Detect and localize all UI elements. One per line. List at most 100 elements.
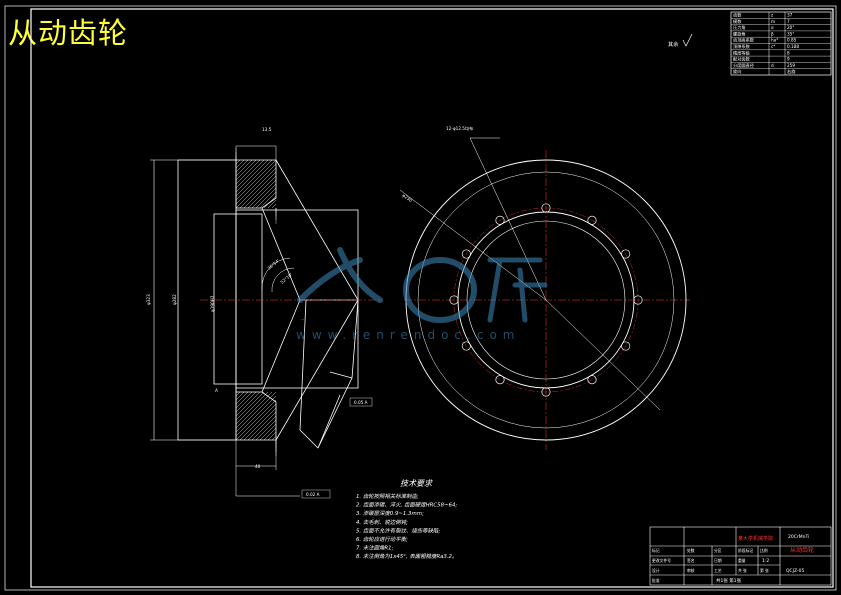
tech-req-line: 4. 去毛刺、锐边倒钝; [356,519,408,526]
inner-frame [30,8,834,588]
hatch-line [235,391,241,397]
tech-req-line: 1. 齿轮按照相关标准制造; [356,493,419,500]
hatch-line [235,391,269,425]
title-block-name: 从动齿轮 [790,546,814,554]
param-cell: 配对齿数 [733,56,751,63]
hatch-line [235,391,265,421]
title-block-field: 日期 [714,558,722,563]
hatch-line [235,159,241,165]
title-block-number: QCJZ-05 [786,568,805,574]
tech-req-line: 7. 未注圆角R1; [356,545,394,552]
hatch-line [271,203,277,209]
section-view [150,145,359,497]
bolt-hole [495,375,505,385]
param-cell: 压力角 [733,24,746,31]
param-cell: 9 [787,57,790,62]
param-cell: 20° [787,25,794,30]
hatch-line [235,159,265,189]
title-block-school: 某大学机械学院 [738,535,773,542]
hatch-line [247,179,277,209]
hatch-line [267,199,277,209]
hatch-line [263,427,277,441]
hatch-line [263,195,277,209]
outer-frame [4,5,837,591]
param-cell: 8 [787,50,790,55]
hatch-line [235,391,245,401]
hatch-line [235,391,261,417]
bolt-hole [541,387,551,397]
tech-req-line: 8. 未注倒角为1x45°, 表面粗糙度Ra3.2。 [356,553,457,560]
watermark-domain: www.renrendoc.com [296,328,521,342]
title-block-sheet: 共1张 第1张 [716,577,742,584]
hatch-line [235,159,245,169]
bolt-hole [541,203,551,213]
param-cell: 模数 [733,18,742,25]
param-cell: z [771,13,774,18]
title-block-field: 第 张 [760,568,769,573]
tech-req-line: 3. 渗碳层深度0.9~1.3mm; [356,510,424,517]
param-cell: 齿数 [733,12,742,19]
hatch-line [235,159,261,185]
param-cell: d [771,63,774,68]
drawing-title: 从动齿轮 [8,16,129,50]
tech-req-line: 5. 齿面不允许有裂纹、烧伤等缺陷; [356,527,440,534]
hatch-line [235,391,257,413]
param-cell: 分度圆直径 [733,62,754,69]
bolt-hole [461,341,471,351]
title-block-field: 比例 [760,548,768,553]
param-cell: 右旋 [787,68,796,75]
bolt-hole [621,249,631,259]
title-block-field: 共 张 [738,568,747,573]
title-block-scale: 1:2 [762,558,769,564]
roughness-symbol: 其余 [668,33,693,48]
param-cell: c* [771,44,775,49]
hatch-line [255,419,277,441]
param-cell: α [771,25,774,30]
param-cell: 精度等级 [733,49,751,56]
datum-label: A [215,388,218,393]
param-cell: 35° [787,31,794,36]
hatch-line [255,187,277,209]
hatch-line [235,399,277,441]
dim-bottom: 40 [255,464,261,469]
hatch-line [235,391,253,409]
title-block [649,526,832,586]
hatch-line [239,171,277,209]
hatch-line [251,183,277,209]
title-block-field: 工艺 [714,568,722,573]
title-block-text: 某大学机械学院 20CrMnTi 从动齿轮 QCJZ-05 1:2 共1张 第1… [652,534,814,584]
bolt-hole [495,215,505,225]
param-cell: 齿顶高系数 [733,37,755,44]
hatch-line [243,175,277,209]
hatch-line [235,395,277,437]
bolt-hole [587,375,597,385]
param-cell: 0.188 [787,44,799,49]
param-cell: 0.85 [787,38,797,43]
tolerance-2: 0.02 A [306,492,320,497]
watermark-logo: 人人文库 [297,247,548,323]
title-block-field: 签名 [687,558,695,563]
title-block-field: 批准 [652,578,660,583]
hatch-line [251,415,277,441]
hole-callout: 12-φ12.5均布 [446,125,473,132]
center-lines [200,150,690,450]
hatch-line [239,403,277,441]
title-block-material: 20CrMnTi [788,534,809,540]
angle-marks [261,257,295,293]
hatch-line [243,407,277,441]
hatch-line [235,391,249,405]
tech-req-line: 2. 齿面渗碳、淬火, 齿面硬度HRC58~64; [356,502,457,509]
title-block-field: 分区 [714,548,722,553]
bolt-hole [587,215,597,225]
title-block-field: 审核 [687,568,695,573]
title-block-field: 阶段标记 [738,548,753,553]
hatch-line [267,431,277,441]
title-block-field: 重量 [738,558,746,563]
bolt-hole [461,249,471,259]
pcd-label: φ230 [401,193,413,203]
param-cell: 螺旋角 [733,30,746,37]
hatch-line [247,411,277,441]
